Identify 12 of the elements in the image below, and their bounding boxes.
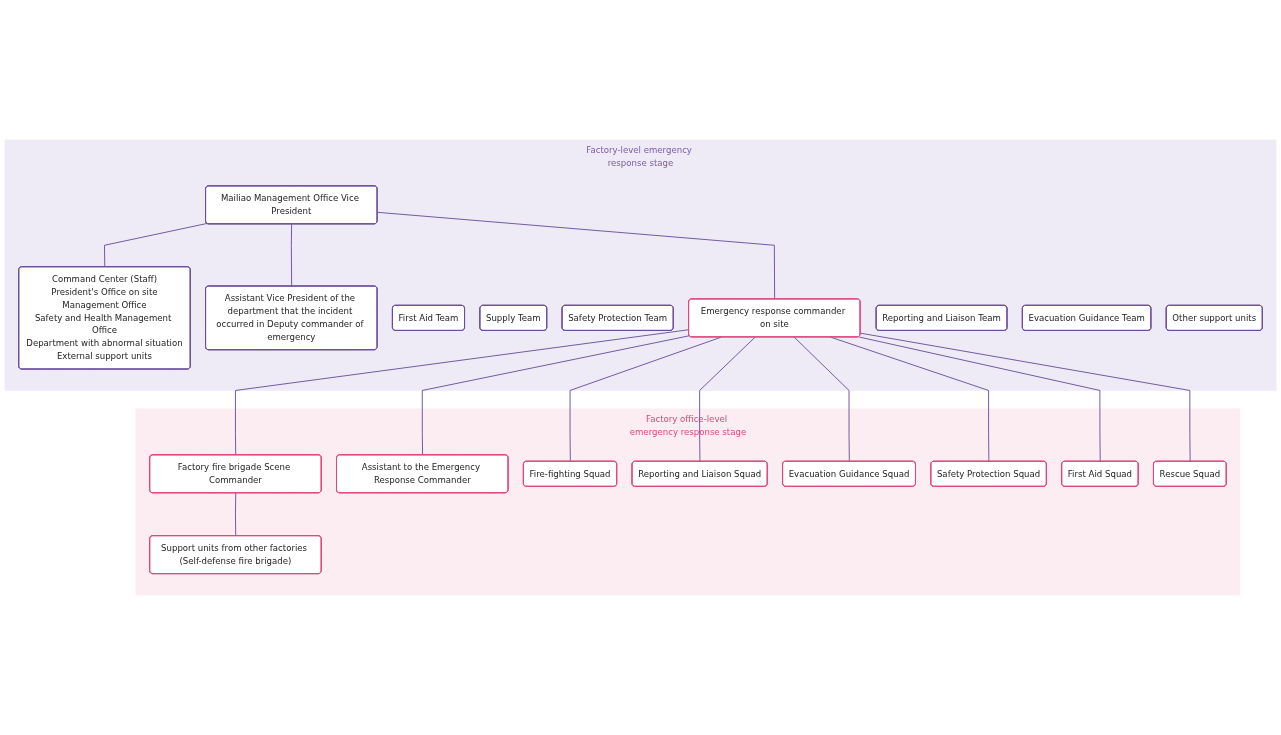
connector — [235, 492, 237, 537]
connector — [235, 329, 690, 456]
connector — [793, 336, 850, 462]
connector — [569, 336, 722, 462]
connector — [699, 336, 756, 462]
connector — [104, 223, 208, 268]
connector — [376, 211, 776, 300]
connector — [421, 335, 690, 456]
connector — [858, 336, 1101, 462]
connector — [290, 223, 293, 287]
connector — [859, 332, 1191, 462]
connector — [830, 336, 990, 462]
